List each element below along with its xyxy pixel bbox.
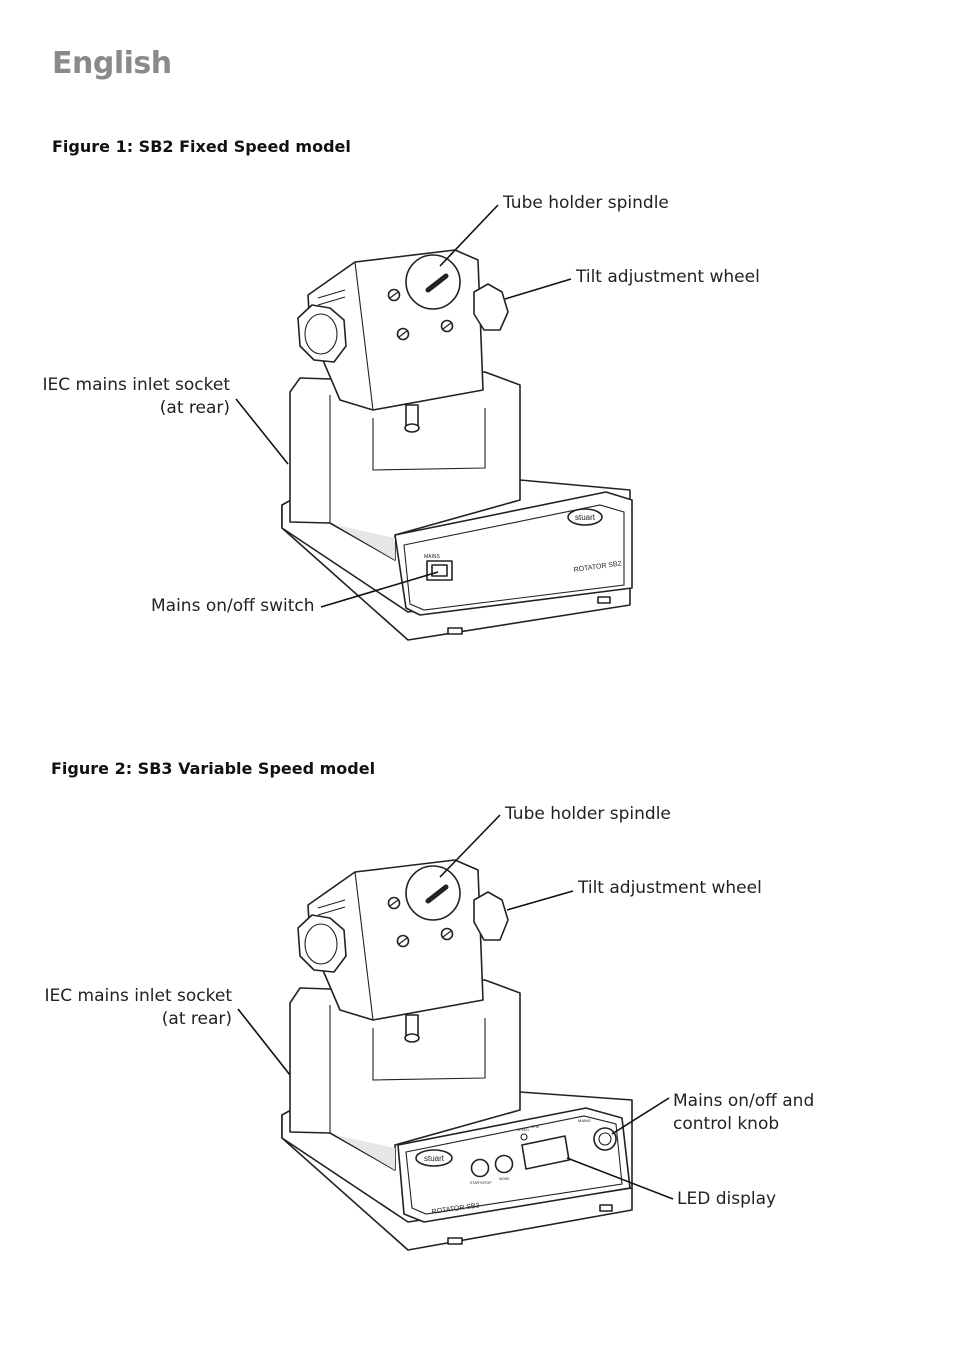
fig2-display-label-2: RPM xyxy=(531,1125,539,1129)
fig1-label-tube-holder-spindle: Tube holder spindle xyxy=(503,193,669,213)
fig1-label-tilt-adjustment-wheel: Tilt adjustment wheel xyxy=(576,267,760,287)
figure-1-caption: Figure 1: SB2 Fixed Speed model xyxy=(52,137,351,156)
fig2-brand-logo: stuart xyxy=(424,1154,445,1163)
fig2-label-tilt-adjustment-wheel: Tilt adjustment wheel xyxy=(578,878,762,898)
fig2-start-stop-label: START/STOP xyxy=(470,1181,492,1185)
fig2-label-iec-mains-inlet: IEC mains inlet socket (at rear) xyxy=(44,986,232,1029)
fig1-label-iec-mains-inlet: IEC mains inlet socket (at rear) xyxy=(42,375,230,418)
fig1-label-mains-switch: Mains on/off switch xyxy=(151,596,315,616)
fig2-display-label-1: SPEED xyxy=(517,1128,529,1132)
fig2-label-led-display: LED display xyxy=(677,1189,777,1209)
figure-2-caption: Figure 2: SB3 Variable Speed model xyxy=(51,759,376,778)
page-title: English xyxy=(52,46,172,81)
fig2-knob-label: MAINS xyxy=(578,1118,591,1123)
fig2-label-mains-knob: Mains on/off and control knob xyxy=(673,1091,815,1134)
fig1-switch-label: MAINS xyxy=(424,554,441,560)
fig2-label-tube-holder-spindle: Tube holder spindle xyxy=(505,804,671,824)
figure-1-rotator-sb2-drawing: stuart ROTATOR SB2 MAINS xyxy=(235,204,633,641)
fig1-brand-logo: stuart xyxy=(575,513,596,522)
fig2-mode-label: MODE xyxy=(499,1177,510,1181)
